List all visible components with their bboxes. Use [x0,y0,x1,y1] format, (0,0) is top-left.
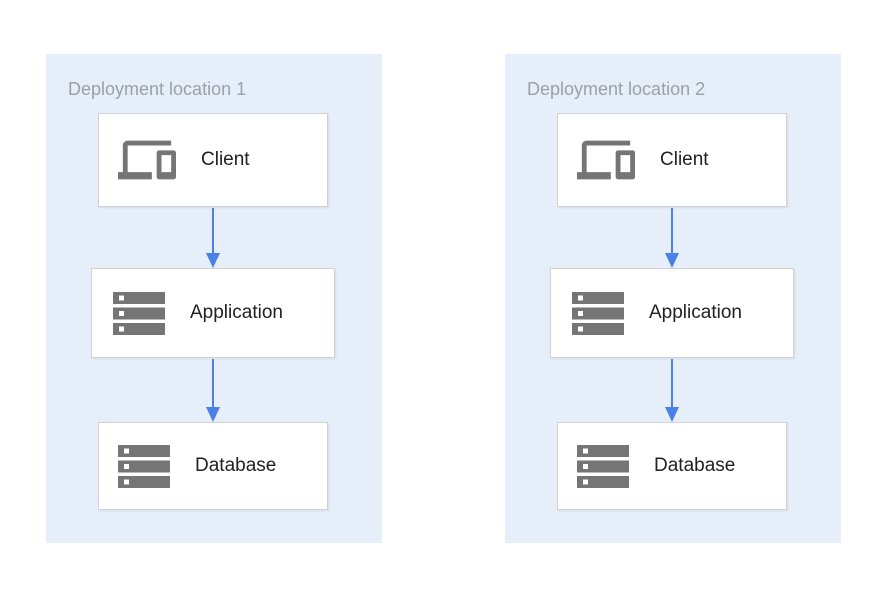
server-stack-icon [113,291,165,335]
node-label: Database [195,455,277,476]
node-application: Application [550,268,794,358]
arrow-head [206,253,220,268]
node-label: Client [660,149,709,170]
node-database: Database [557,422,787,510]
flow-arrow-client-to-application [665,208,679,268]
flow-arrow-client-to-application [206,208,220,268]
node-application: Application [91,268,335,358]
deployment-panel-2: Deployment location 2 Client [505,54,841,543]
arrow-head [206,407,220,422]
deployment-panel-1: Deployment location 1 Client [46,54,382,543]
flow-arrow-application-to-database [206,359,220,422]
arrow-head [665,407,679,422]
node-label: Database [654,455,736,476]
panel-title: Deployment location 2 [527,79,706,99]
server-stack-icon [577,444,629,488]
node-label: Application [190,302,283,323]
node-database: Database [98,422,328,510]
devices-icon [118,131,176,189]
arrow-head [665,253,679,268]
server-stack-icon [572,291,624,335]
arrow-stem [671,208,673,253]
flow-arrow-application-to-database [665,359,679,422]
arrow-stem [671,359,673,407]
arrow-stem [212,208,214,253]
panel-title: Deployment location 1 [68,79,247,99]
server-stack-icon [118,444,170,488]
node-client: Client [98,113,328,207]
node-client: Client [557,113,787,207]
arrow-stem [212,359,214,407]
node-label: Application [649,302,742,323]
devices-icon [577,131,635,189]
node-label: Client [201,149,250,170]
